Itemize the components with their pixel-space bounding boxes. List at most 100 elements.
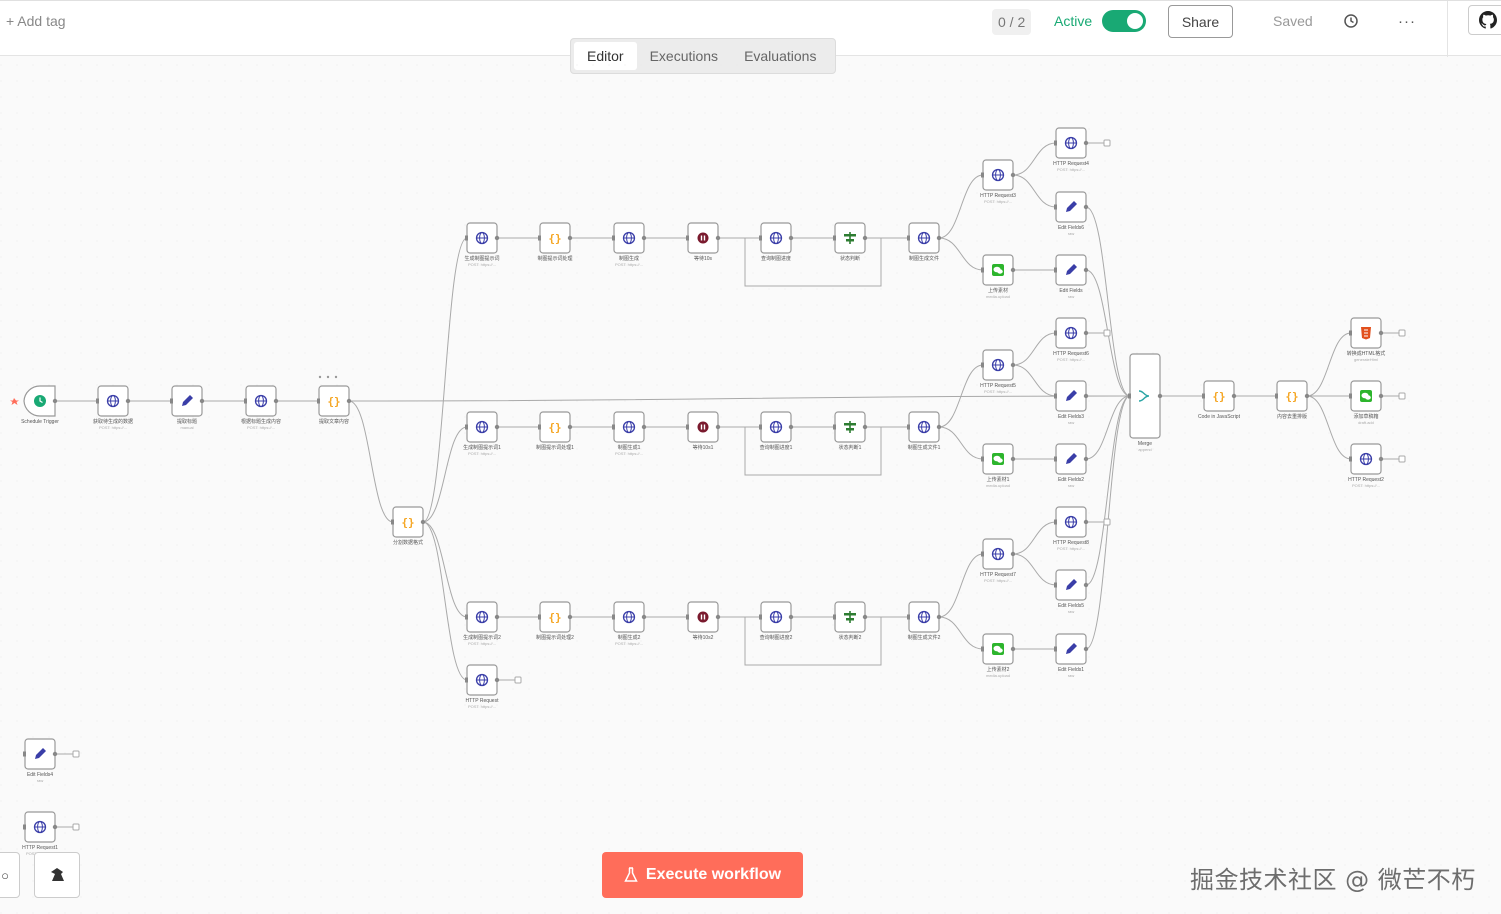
input-handle[interactable] — [538, 614, 541, 620]
input-handle[interactable] — [1054, 140, 1057, 146]
workflow-node[interactable]: {}提取文章内容 — [317, 385, 352, 425]
input-handle[interactable] — [981, 456, 984, 462]
input-handle[interactable] — [317, 398, 320, 404]
output-handle[interactable] — [641, 614, 647, 620]
output-handle[interactable] — [788, 235, 794, 241]
input-handle[interactable] — [538, 235, 541, 241]
input-handle[interactable] — [465, 614, 468, 620]
input-handle[interactable] — [1128, 393, 1131, 399]
input-handle[interactable] — [759, 424, 762, 430]
input-handle[interactable] — [981, 267, 984, 273]
output-handle[interactable] — [125, 398, 131, 404]
input-handle[interactable] — [981, 362, 984, 368]
output-handle[interactable] — [1083, 519, 1089, 525]
add-node-handle[interactable] — [72, 750, 80, 758]
output-handle[interactable] — [1083, 393, 1089, 399]
output-handle[interactable] — [1010, 362, 1016, 368]
output-handle[interactable] — [715, 424, 721, 430]
history-icon[interactable] — [1343, 1, 1359, 41]
input-handle[interactable] — [465, 677, 468, 683]
output-handle[interactable] — [567, 235, 573, 241]
input-handle[interactable] — [96, 398, 99, 404]
input-handle[interactable] — [23, 751, 26, 757]
workflow-node[interactable]: 查询制图进度 — [759, 222, 794, 262]
input-handle[interactable] — [833, 424, 836, 430]
clean-up-icon[interactable] — [34, 852, 80, 898]
output-handle[interactable] — [788, 424, 794, 430]
input-handle[interactable] — [244, 398, 247, 404]
input-handle[interactable] — [1054, 456, 1057, 462]
output-handle[interactable] — [1083, 204, 1089, 210]
output-handle[interactable] — [199, 398, 205, 404]
input-handle[interactable] — [612, 235, 615, 241]
workflow-node[interactable]: 状态判断2 — [833, 601, 868, 641]
input-handle[interactable] — [465, 235, 468, 241]
output-handle[interactable] — [936, 424, 942, 430]
input-handle[interactable] — [1054, 582, 1057, 588]
output-handle[interactable] — [1010, 551, 1016, 557]
workflow-node[interactable]: 状态判断1 — [833, 411, 868, 451]
output-handle[interactable] — [1010, 267, 1016, 273]
workflow-node[interactable]: 制图生成文件2 — [907, 601, 942, 641]
input-handle[interactable] — [759, 235, 762, 241]
input-handle[interactable] — [833, 235, 836, 241]
output-handle[interactable] — [1083, 456, 1089, 462]
output-handle[interactable] — [1378, 330, 1384, 336]
output-handle[interactable] — [715, 614, 721, 620]
workflow-node[interactable]: 等待10s — [686, 222, 721, 262]
input-handle[interactable] — [907, 235, 910, 241]
input-handle[interactable] — [391, 519, 394, 525]
input-handle[interactable] — [686, 235, 689, 241]
workflow-node[interactable]: 制图生成文件 — [907, 222, 942, 262]
input-handle[interactable] — [907, 614, 910, 620]
workflow-node[interactable]: {}内容去重排版 — [1275, 380, 1310, 420]
output-handle[interactable] — [936, 235, 942, 241]
input-handle[interactable] — [981, 551, 984, 557]
output-handle[interactable] — [715, 235, 721, 241]
input-handle[interactable] — [1349, 456, 1352, 462]
share-button[interactable]: Share — [1168, 5, 1233, 38]
add-node-handle[interactable] — [1103, 518, 1111, 526]
workflow-node[interactable]: 查询制图进度1 — [759, 411, 794, 451]
output-handle[interactable] — [1010, 646, 1016, 652]
input-handle[interactable] — [1349, 330, 1352, 336]
github-icon[interactable] — [1468, 5, 1501, 35]
workflow-node[interactable]: {}分割数据格式 — [391, 506, 426, 546]
output-handle[interactable] — [862, 614, 868, 620]
output-handle[interactable] — [494, 677, 500, 683]
output-handle[interactable] — [936, 614, 942, 620]
add-node-handle[interactable] — [1103, 329, 1111, 337]
input-handle[interactable] — [833, 614, 836, 620]
input-handle[interactable] — [981, 646, 984, 652]
output-handle[interactable] — [1378, 393, 1384, 399]
output-handle[interactable] — [1083, 646, 1089, 652]
input-handle[interactable] — [907, 424, 910, 430]
output-handle[interactable] — [346, 398, 352, 404]
output-handle[interactable] — [52, 751, 58, 757]
output-handle[interactable] — [1010, 456, 1016, 462]
active-toggle[interactable] — [1102, 10, 1146, 32]
input-handle[interactable] — [1054, 204, 1057, 210]
output-handle[interactable] — [494, 614, 500, 620]
workflow-node[interactable]: 等待10s2 — [686, 601, 721, 641]
